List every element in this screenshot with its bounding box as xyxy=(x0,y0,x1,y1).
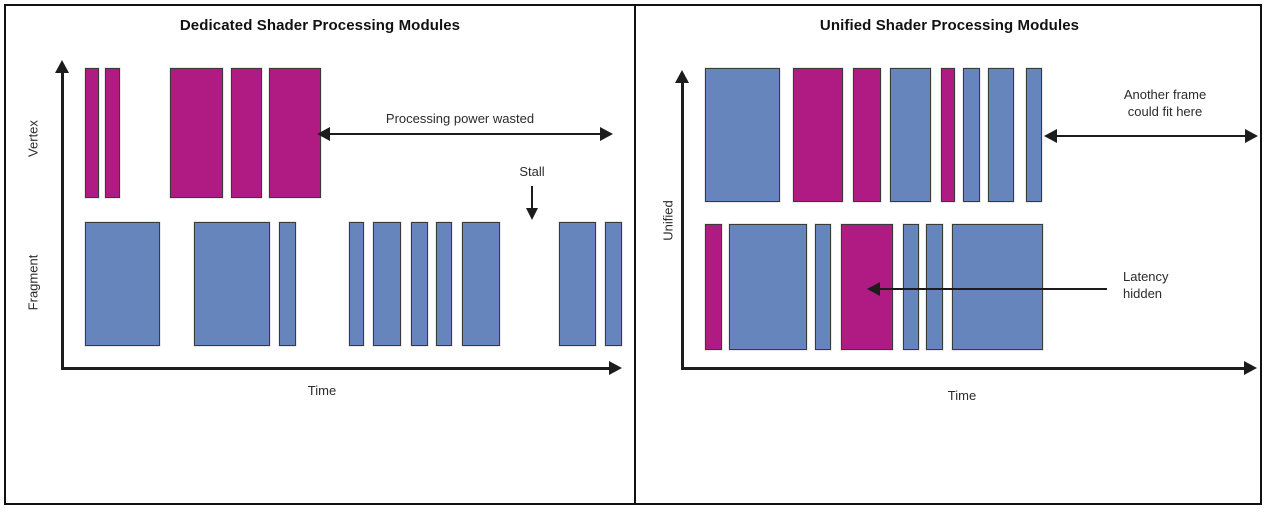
y-axis-label-fragment: Fragment xyxy=(25,254,41,311)
processing-power-wasted-arrowhead-left xyxy=(317,127,330,141)
unified-bottom-bar xyxy=(815,224,831,350)
vertex-bar xyxy=(231,68,262,198)
y-axis-arrowhead-left xyxy=(55,60,69,73)
latency-hidden-arrowhead xyxy=(867,282,880,296)
unified-top-bar xyxy=(988,68,1014,202)
y-axis-line-right xyxy=(681,80,684,370)
x-axis-line-right xyxy=(681,367,1247,370)
fragment-bar xyxy=(349,222,364,346)
fragment-bar xyxy=(559,222,596,346)
fragment-bar xyxy=(373,222,401,346)
unified-top-bar xyxy=(853,68,881,202)
panel-title-unified: Unified Shader Processing Modules xyxy=(819,17,1080,34)
unified-top-bar xyxy=(793,68,843,202)
x-axis-arrowhead-left xyxy=(609,361,622,375)
vertex-bar xyxy=(269,68,321,198)
latency-hidden-arrow-line xyxy=(879,288,1107,290)
processing-power-wasted-arrow-line xyxy=(329,133,601,135)
fragment-bar xyxy=(194,222,270,346)
unified-bottom-bar xyxy=(952,224,1043,350)
vertex-bar xyxy=(170,68,223,198)
fragment-bar xyxy=(279,222,296,346)
x-axis-line-left xyxy=(61,367,612,370)
another-frame-arrow-line xyxy=(1056,135,1246,137)
annotation-latency-hidden: Latency hidden xyxy=(1123,269,1169,301)
unified-top-bar xyxy=(1026,68,1042,202)
x-axis-label-time-left: Time xyxy=(307,383,337,398)
annotation-processing-power-wasted: Processing power wasted xyxy=(385,111,535,126)
y-axis-line-left xyxy=(61,70,64,370)
panel-dedicated: Dedicated Shader Processing Modules Vert… xyxy=(4,0,636,513)
vertex-bar xyxy=(85,68,99,198)
vertex-bar xyxy=(105,68,120,198)
panel-unified: Unified Shader Processing Modules Unifie… xyxy=(636,0,1263,513)
unified-top-bar xyxy=(890,68,931,202)
unified-bottom-bar xyxy=(729,224,807,350)
fragment-bar xyxy=(605,222,622,346)
unified-top-bar xyxy=(705,68,780,202)
fragment-bar xyxy=(462,222,500,346)
y-axis-label-vertex: Vertex xyxy=(25,120,41,157)
another-frame-arrowhead-right xyxy=(1245,129,1258,143)
unified-bottom-bar xyxy=(705,224,722,350)
another-frame-arrowhead-left xyxy=(1044,129,1057,143)
stall-arrowhead xyxy=(526,208,538,220)
fragment-bar xyxy=(436,222,452,346)
annotation-another-frame-could-fit-here: Another frame could fit here xyxy=(1123,87,1207,119)
unified-top-bar xyxy=(941,68,955,202)
panel-title-dedicated: Dedicated Shader Processing Modules xyxy=(179,17,461,34)
x-axis-label-time-right: Time xyxy=(947,388,977,403)
outer-frame xyxy=(4,4,1262,505)
fragment-bar xyxy=(411,222,428,346)
panel-divider xyxy=(634,4,636,505)
y-axis-arrowhead-right xyxy=(675,70,689,83)
annotation-stall: Stall xyxy=(519,164,545,179)
processing-power-wasted-arrowhead-right xyxy=(600,127,613,141)
x-axis-arrowhead-right xyxy=(1244,361,1257,375)
y-axis-label-unified: Unified xyxy=(660,200,676,241)
unified-bottom-bar xyxy=(926,224,943,350)
stall-arrow-line xyxy=(531,186,533,210)
fragment-bar xyxy=(85,222,160,346)
unified-top-bar xyxy=(963,68,980,202)
unified-bottom-bar xyxy=(903,224,919,350)
